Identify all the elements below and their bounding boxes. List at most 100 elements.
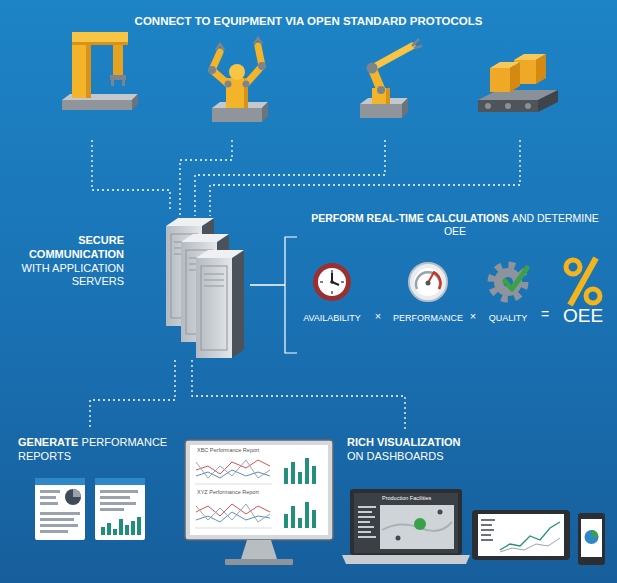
monitor bbox=[196, 512, 270, 522]
gauge-icon bbox=[414, 268, 442, 296]
gear-icon bbox=[505, 268, 527, 289]
laptop bbox=[350, 489, 462, 555]
tablet bbox=[500, 538, 560, 552]
text-block: CONNECT TO EQUIPMENT VIA OPEN STANDARD P… bbox=[20, 14, 597, 28]
laptop bbox=[342, 489, 470, 564]
tablet bbox=[481, 524, 492, 526]
screen-title: XYZ Performance Report bbox=[197, 489, 259, 495]
report-document bbox=[95, 478, 145, 485]
server-cabinet bbox=[204, 280, 224, 281]
metric-label: QUALITY bbox=[489, 313, 528, 323]
robot-arm bbox=[372, 46, 412, 68]
monitor bbox=[225, 559, 293, 565]
monitor bbox=[284, 468, 288, 484]
gauge-icon bbox=[426, 281, 431, 286]
gantry-robot bbox=[110, 75, 126, 80]
report-document bbox=[119, 519, 123, 535]
robot-arm bbox=[367, 63, 378, 74]
gantry-robot bbox=[72, 42, 86, 98]
report-document bbox=[125, 525, 129, 535]
report-document bbox=[131, 521, 135, 535]
phone bbox=[578, 513, 605, 565]
tablet bbox=[481, 529, 494, 531]
laptop bbox=[358, 516, 375, 518]
node-heading: CONNECT TO EQUIPMENT VIA OPEN STANDARD P… bbox=[20, 14, 597, 28]
tablet bbox=[481, 519, 495, 521]
conveyor bbox=[478, 54, 558, 112]
node-heading: SECURE COMMUNICATION bbox=[12, 234, 124, 262]
report-document bbox=[40, 524, 78, 527]
robot-arm bbox=[414, 46, 422, 48]
robot-arm bbox=[360, 104, 402, 118]
connector-line bbox=[250, 284, 285, 285]
conveyor bbox=[490, 68, 510, 92]
report-document bbox=[100, 496, 130, 499]
phone bbox=[581, 519, 602, 557]
report-document bbox=[40, 530, 68, 533]
clock-icon bbox=[320, 281, 323, 283]
percent-icon bbox=[586, 289, 600, 303]
report-group: GENERATEPERFORMANCE REPORTS bbox=[15, 430, 190, 468]
twin-arm-robot bbox=[208, 38, 268, 122]
operator-sign: × bbox=[375, 310, 381, 322]
metric-label: AVAILABILITY bbox=[303, 313, 361, 323]
report-document bbox=[95, 478, 145, 540]
gauge-icon bbox=[409, 263, 447, 301]
monitor bbox=[291, 506, 295, 528]
report-document bbox=[107, 523, 111, 535]
equipment-group: CONNECT TO EQUIPMENT VIA OPEN STANDARD P… bbox=[20, 6, 597, 140]
server-cabinet bbox=[196, 250, 244, 258]
report-document bbox=[40, 512, 80, 515]
monitor bbox=[291, 462, 295, 484]
tablet bbox=[472, 510, 570, 560]
gantry-robot bbox=[62, 100, 132, 110]
robot-arm bbox=[412, 39, 419, 46]
gantry-robot bbox=[122, 80, 125, 86]
node-heading: GENERATE bbox=[18, 436, 78, 448]
twin-arm-robot bbox=[254, 38, 262, 44]
twin-arm-robot bbox=[262, 102, 268, 122]
monitor bbox=[196, 504, 270, 522]
monitor bbox=[196, 460, 270, 478]
server-cabinet bbox=[196, 250, 244, 358]
label-holder: AVAILABILITY bbox=[303, 313, 361, 323]
gauge-icon bbox=[409, 263, 447, 301]
gear-icon bbox=[491, 265, 527, 299]
laptop bbox=[354, 493, 458, 553]
phone bbox=[578, 513, 605, 565]
percent-icon bbox=[570, 258, 596, 305]
report-document bbox=[100, 502, 136, 505]
laptop bbox=[358, 511, 372, 513]
twin-arm-robot bbox=[243, 81, 250, 88]
conveyor bbox=[510, 62, 520, 92]
tablet bbox=[472, 510, 570, 560]
label-holder: PERFORMANCE bbox=[393, 313, 463, 323]
twin-arm-robot bbox=[225, 81, 232, 88]
equipment-wire bbox=[180, 140, 232, 216]
robot-arm bbox=[377, 86, 385, 94]
laptop bbox=[358, 521, 370, 523]
monitor bbox=[195, 528, 272, 529]
dashboard-group: RICH VISUALIZATIONON DASHBOARDS bbox=[343, 430, 493, 468]
report-document bbox=[40, 490, 60, 493]
gauge-icon bbox=[416, 272, 440, 289]
robot-arm bbox=[386, 88, 390, 104]
node-body: ON DASHBOARDS bbox=[347, 450, 489, 464]
report-document bbox=[137, 517, 141, 535]
clock-icon bbox=[313, 263, 351, 301]
report-document bbox=[95, 478, 145, 540]
report-document bbox=[40, 502, 58, 505]
percent-icon bbox=[566, 260, 580, 274]
report-document bbox=[113, 529, 117, 535]
monitor bbox=[195, 484, 272, 485]
twin-arm-robot bbox=[212, 108, 262, 122]
report-document bbox=[100, 490, 138, 493]
clock-icon bbox=[313, 263, 351, 301]
label-holder: × bbox=[375, 310, 381, 323]
report-document bbox=[65, 489, 81, 505]
phone bbox=[592, 530, 599, 537]
